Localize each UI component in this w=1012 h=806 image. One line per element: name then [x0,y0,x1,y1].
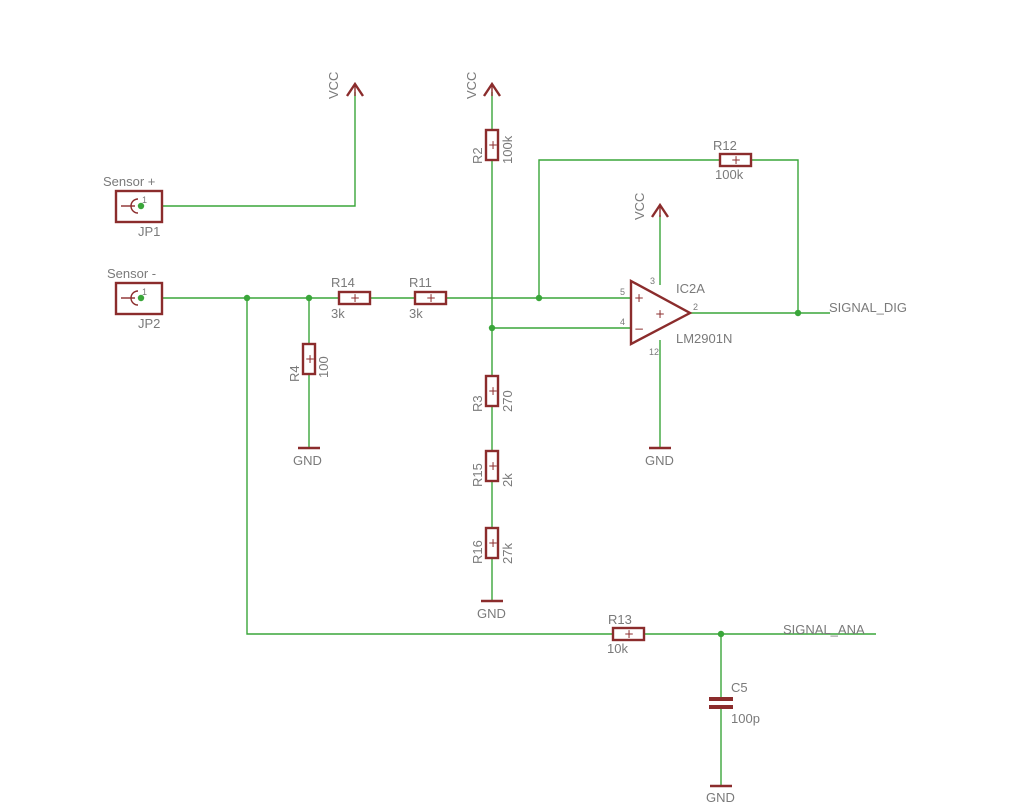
junction-r4 [305,294,313,302]
resistor-r4: + R4 100 [287,342,331,382]
opamp-triangle-icon [629,278,693,346]
wires [162,92,876,786]
capacitor-value: 100p [731,711,760,726]
vcc-label: VCC [326,72,341,99]
svg-text:−: − [634,322,644,336]
svg-text:+: + [488,536,498,550]
connector-ref: JP2 [138,316,160,331]
resistor-r15: + R15 2k [470,449,515,487]
svg-text:+: + [488,459,498,473]
capacitor-plate-icon [709,697,733,701]
resistor-r2: + R2 100k [470,128,515,164]
resistor-ref: R12 [713,138,737,153]
net-label-signal-ana: SIGNAL_ANA [783,622,865,637]
svg-text:+: + [488,384,498,398]
connector-pin-number: 1 [142,195,147,205]
resistor-r11: + R11 3k [409,275,448,321]
opamp-pin-noninv: 5 [620,287,625,297]
opamp-pin-gnd: 12 [649,347,659,357]
vcc-label: VCC [632,193,647,220]
vcc-symbol-divider: VCC [464,72,501,99]
junction-jp1 [137,202,145,210]
gnd-symbol-r4: GND [293,446,322,468]
resistor-value: 270 [500,390,515,412]
resistor-r12: + R12 100k [713,138,753,182]
wire-sensor-plus-to-vcc [162,92,356,207]
gnd-symbol-divider: GND [477,599,506,621]
connector-label: Sensor - [107,266,156,281]
opamp-value: LM2901N [676,331,732,346]
opamp-pin-vcc: 3 [650,276,655,286]
connector-jp2: 1 Sensor - JP2 [107,266,164,331]
resistor-r14: + R14 3k [331,275,372,321]
capacitor-c5: C5 100p [709,680,760,726]
opamp-ref: IC2A [676,281,705,296]
gnd-label: GND [477,606,506,621]
resistor-value: 100k [500,135,515,164]
gnd-label: GND [293,453,322,468]
svg-text:+: + [634,291,644,305]
resistor-ref: R15 [470,463,485,487]
opamp-ic2a: + − + 5 4 2 3 12 IC2A LM2901N [620,276,732,357]
resistor-value: 3k [409,306,423,321]
svg-text:+: + [731,153,741,167]
svg-text:+: + [655,307,665,321]
gnd-label: GND [645,453,674,468]
opamp-pin-out: 2 [693,302,698,312]
resistor-r3: + R3 270 [470,374,515,412]
connector-pin-number: 1 [142,287,147,297]
svg-text:+: + [426,291,436,305]
resistor-value: 100k [715,167,744,182]
junction-c5 [717,630,725,638]
vcc-label: VCC [464,72,479,99]
connector-label: Sensor + [103,174,155,189]
opamp-pin-inv: 4 [620,317,625,327]
resistor-value: 10k [607,641,628,656]
resistor-value: 2k [500,473,515,487]
svg-text:+: + [488,138,498,152]
resistor-r16: + R16 27k [470,526,515,564]
capacitor-ref: C5 [731,680,748,695]
wire-feedback-left [538,159,719,298]
net-label-signal-dig: SIGNAL_DIG [829,300,907,315]
gnd-symbol-opamp: GND [645,446,674,468]
junction-analog-branch [243,294,251,302]
gnd-label: GND [706,790,735,805]
capacitor-plate-icon [709,705,733,709]
resistor-ref: R3 [470,395,485,412]
junctions [137,202,802,638]
connector-ref: JP1 [138,224,160,239]
gnd-symbol-c5: GND [706,784,735,805]
junction-divider [488,324,496,332]
svg-text:+: + [350,291,360,305]
resistor-value: 3k [331,306,345,321]
resistor-ref: R2 [470,147,485,164]
junction-feedback [535,294,543,302]
junction-jp2 [137,294,145,302]
resistor-value: 100 [316,356,331,378]
vcc-symbol-opamp: VCC [632,193,669,220]
wire-feedback-right [752,159,799,313]
wire-analog-path [246,298,612,635]
resistor-ref: R4 [287,365,302,382]
connector-jp1: 1 Sensor + JP1 [103,174,164,239]
resistor-r13: + R13 10k [607,612,646,656]
resistor-ref: R16 [470,540,485,564]
resistor-ref: R14 [331,275,355,290]
resistor-ref: R13 [608,612,632,627]
svg-text:+: + [624,627,634,641]
junction-output [794,309,802,317]
svg-text:+: + [305,352,315,366]
resistor-value: 27k [500,543,515,564]
vcc-symbol-jp1: VCC [326,72,364,99]
connector-body [114,189,164,224]
resistor-ref: R11 [409,275,432,290]
connector-body [114,281,164,316]
